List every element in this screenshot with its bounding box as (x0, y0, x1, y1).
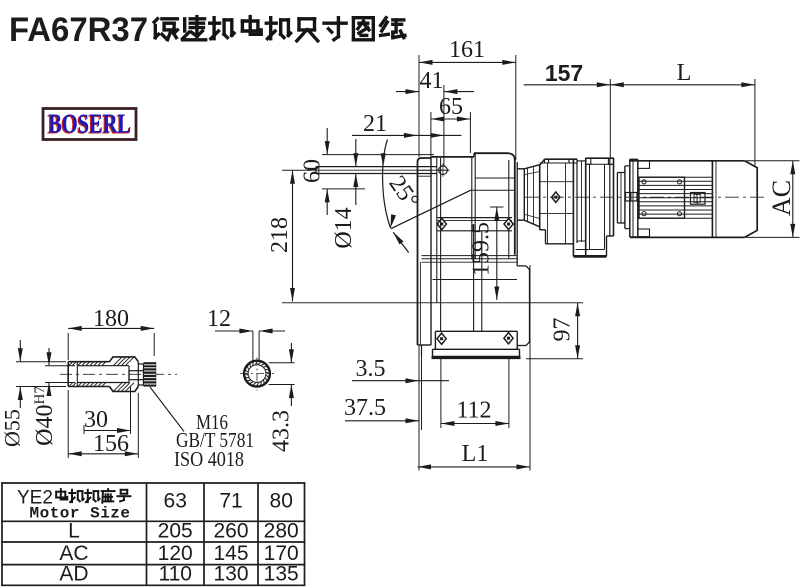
svg-text:Ø14: Ø14 (331, 207, 357, 248)
svg-text:71: 71 (219, 490, 242, 513)
svg-text:Motor Size: Motor Size (29, 505, 130, 523)
svg-text:170: 170 (264, 542, 299, 565)
svg-text:YE2: YE2 (17, 488, 53, 509)
svg-text:AC: AC (767, 180, 796, 216)
svg-text:145: 145 (213, 542, 248, 565)
svg-text:60: 60 (300, 159, 326, 183)
svg-text:3.5: 3.5 (356, 356, 386, 382)
svg-text:L: L (68, 520, 80, 543)
svg-text:65: 65 (439, 94, 463, 120)
svg-text:120: 120 (158, 542, 193, 565)
svg-text:280: 280 (264, 520, 299, 543)
svg-text:12: 12 (207, 306, 231, 332)
svg-text:BOSERL: BOSERL (48, 109, 131, 139)
svg-text:156: 156 (93, 431, 129, 457)
svg-text:AD: AD (59, 563, 88, 586)
svg-text:80: 80 (270, 490, 293, 513)
svg-text:135: 135 (264, 563, 299, 586)
svg-text:161: 161 (449, 37, 485, 63)
svg-text:110: 110 (158, 563, 191, 586)
svg-text:30: 30 (84, 407, 108, 433)
svg-text:43.3: 43.3 (269, 410, 295, 452)
svg-text:ISO 4018: ISO 4018 (174, 447, 244, 471)
svg-text:BOSERL: BOSERL (47, 110, 130, 140)
svg-text:180: 180 (93, 306, 129, 332)
svg-text:63: 63 (164, 490, 187, 513)
svg-text:M16: M16 (196, 410, 228, 434)
svg-text:FA67R37: FA67R37 (9, 11, 148, 49)
svg-text:97: 97 (550, 318, 576, 342)
svg-text:41: 41 (420, 68, 444, 94)
svg-text:37.5: 37.5 (344, 395, 386, 421)
svg-text:218: 218 (267, 217, 293, 253)
svg-text:130: 130 (213, 563, 248, 586)
svg-text:L1: L1 (462, 441, 489, 467)
svg-text:157: 157 (545, 60, 583, 86)
svg-text:L: L (677, 60, 692, 86)
svg-text:AC: AC (59, 542, 88, 565)
svg-text:Ø55: Ø55 (0, 409, 25, 447)
svg-text:GB/T 5781: GB/T 5781 (176, 428, 254, 452)
svg-text:112: 112 (456, 398, 491, 424)
svg-text:21: 21 (363, 111, 387, 137)
svg-text:159.5: 159.5 (469, 222, 495, 276)
svg-text:205: 205 (158, 520, 193, 543)
svg-text:260: 260 (213, 520, 248, 543)
